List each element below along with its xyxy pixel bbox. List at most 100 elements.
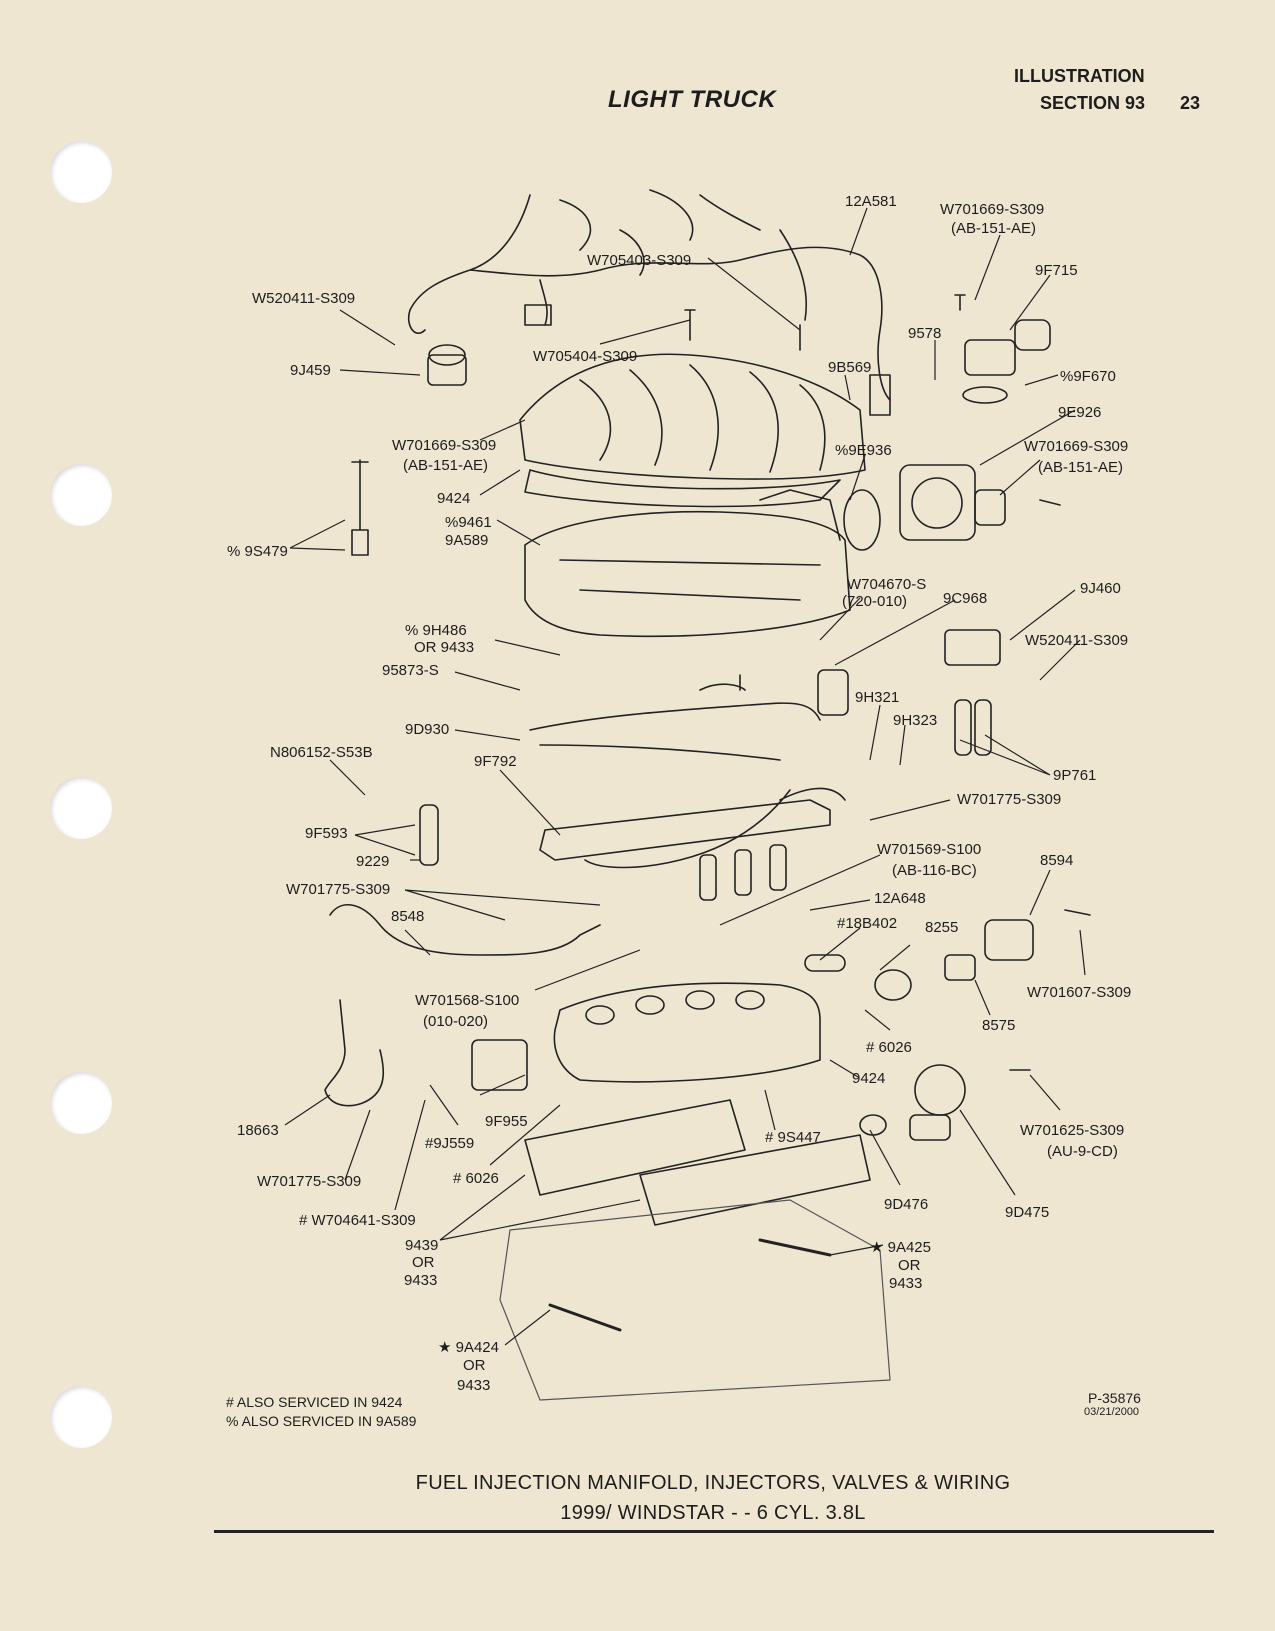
caption-title: FUEL INJECTION MANIFOLD, INJECTORS, VALV… (415, 1472, 1011, 1494)
injector-drawing (769, 844, 787, 891)
injector-harness-drawing (529, 674, 821, 761)
vacuum-tube-drawing (974, 699, 992, 756)
label-ab-151-ae-top: (AB-151-AE) (951, 220, 1036, 237)
label-9a589: 9A589 (445, 532, 488, 549)
label-9433-9a425: 9433 (889, 1275, 922, 1292)
label-9229: 9229 (356, 853, 389, 870)
illustration-heading: ILLUSTRATION (1014, 66, 1145, 86)
label-95873-s: 95873-S (382, 662, 439, 679)
injector-drawing (419, 804, 439, 866)
wiring-harness-drawing (407, 189, 891, 401)
label-9e936: %9E936 (835, 442, 892, 459)
sensor-9j460-drawing (944, 629, 1001, 666)
label-9j460: 9J460 (1080, 580, 1121, 597)
bolt-drawing (684, 309, 696, 341)
injector-drawing (734, 849, 752, 896)
intake-gasket-drawing (639, 1134, 871, 1226)
label-18b402: #18B402 (837, 915, 897, 932)
label-9f593: 9F593 (305, 825, 348, 842)
label-9e926: 9E926 (1058, 404, 1101, 421)
lower-manifold-port-drawing (735, 990, 765, 1010)
label-w701569-s100: W701569-S100 (877, 841, 981, 858)
label-ab-151-ae-mid: (AB-151-AE) (403, 457, 488, 474)
upper-gasket-drawing (524, 469, 841, 508)
label-6026-left: # 6026 (453, 1170, 499, 1187)
illustration-date: 03/21/2000 (1084, 1406, 1140, 1418)
upper-intake-manifold-drawing (519, 353, 866, 480)
label-w701568-s100: W701568-S100 (415, 992, 519, 1009)
label-9h323: 9H323 (893, 712, 937, 729)
iac-gasket-drawing (962, 386, 1008, 404)
label-9433-9439: 9433 (404, 1272, 437, 1289)
label-6026-right: # 6026 (866, 1039, 912, 1056)
bolt-drawing (1039, 499, 1061, 506)
label-8255: 8255 (925, 919, 958, 936)
label-w701625-s309: W701625-S309 (1020, 1122, 1124, 1139)
label-8594: 8594 (1040, 852, 1073, 869)
footnote-also-9a589: % ALSO SERVICED IN 9A589 (226, 1413, 417, 1429)
label-9d475: 9D475 (1005, 1204, 1049, 1221)
bolt-drawing (1064, 909, 1091, 916)
label-w520411-s309-left: W520411-S309 (252, 290, 355, 307)
engine-block-drawing (499, 1199, 891, 1401)
label-w701775-s309-hose: W701775-S309 (257, 1173, 361, 1190)
illustration-number: P-35876 (1088, 1390, 1141, 1406)
label-w701775-s309-injector: W701775-S309 (286, 881, 390, 898)
footnote-also-9424: # ALSO SERVICED IN 9424 (226, 1394, 403, 1410)
binder-hole-4 (50, 1072, 112, 1134)
label-12a648: 12A648 (874, 890, 926, 907)
binder-hole-1 (50, 141, 112, 203)
label-8548: 8548 (391, 908, 424, 925)
label-9c968: 9C968 (943, 590, 987, 607)
lower-manifold-port-drawing (635, 995, 665, 1015)
egr-tube-drawing (329, 903, 601, 956)
lower-manifold-drawing (553, 982, 821, 1083)
diagram-parts (324, 189, 1091, 1401)
fuel-pressure-regulator-drawing (817, 669, 849, 716)
label-9439: 9439 (405, 1237, 438, 1254)
label-720-010: (720-010) (842, 593, 907, 610)
vacuum-tube-drawing (954, 699, 972, 756)
label-9h486: % 9H486 (405, 622, 467, 639)
heater-hose-drawing (324, 999, 385, 1107)
label-w701775-s309-rail: W701775-S309 (957, 791, 1061, 808)
label-or-9433-9h486: OR 9433 (414, 639, 474, 656)
label-9b569: 9B569 (828, 359, 871, 376)
label-9f955: 9F955 (485, 1113, 528, 1130)
egr-gasket-drawing (859, 1114, 887, 1136)
part-labels: 12A581 W701669-S309 (AB-151-AE) 9F715 W7… (227, 193, 1131, 1394)
sensor-9j459-drawing (427, 354, 467, 386)
label-9d930: 9D930 (405, 721, 449, 738)
lower-manifold-port-drawing (685, 990, 715, 1010)
label-or-9439: OR (412, 1254, 435, 1271)
label-9h321: 9H321 (855, 689, 899, 706)
stud-9s479-drawing (351, 459, 369, 556)
label-9d476: 9D476 (884, 1196, 928, 1213)
throttle-gasket-drawing (843, 489, 881, 551)
label-w704641-s309: # W704641-S309 (299, 1212, 416, 1229)
harness-connector-drawing (869, 374, 891, 416)
egr-valve-drawing (914, 1064, 966, 1116)
label-9424-upper: 9424 (437, 490, 470, 507)
label-w704670-s: W704670-S (847, 576, 926, 593)
intake-gasket-drawing (524, 1099, 746, 1196)
label-9f670: %9F670 (1060, 368, 1116, 385)
binder-hole-2 (50, 464, 112, 526)
label-or-9a424: OR (463, 1357, 486, 1374)
throttle-position-sensor-drawing (974, 489, 1006, 526)
page-number: 23 (1180, 93, 1201, 113)
label-w520411-s309-right: W520411-S309 (1025, 632, 1128, 649)
label-n806152-s53b: N806152-S53B (270, 744, 373, 761)
label-9f792: 9F792 (474, 753, 517, 770)
housing-gasket-drawing (874, 969, 912, 1001)
label-18663: 18663 (237, 1122, 279, 1139)
label-9461: %9461 (445, 514, 492, 531)
valve-cover-gasket-drawing (758, 1238, 832, 1257)
throttle-bore-drawing (911, 477, 963, 529)
label-9f715: 9F715 (1035, 262, 1078, 279)
egr-valve-base-drawing (909, 1114, 951, 1141)
caption-divider (214, 1530, 1214, 1533)
tube-18b402-drawing (804, 954, 846, 972)
plenum-detail-drawing (559, 489, 841, 601)
label-9s447: # 9S447 (765, 1129, 821, 1146)
